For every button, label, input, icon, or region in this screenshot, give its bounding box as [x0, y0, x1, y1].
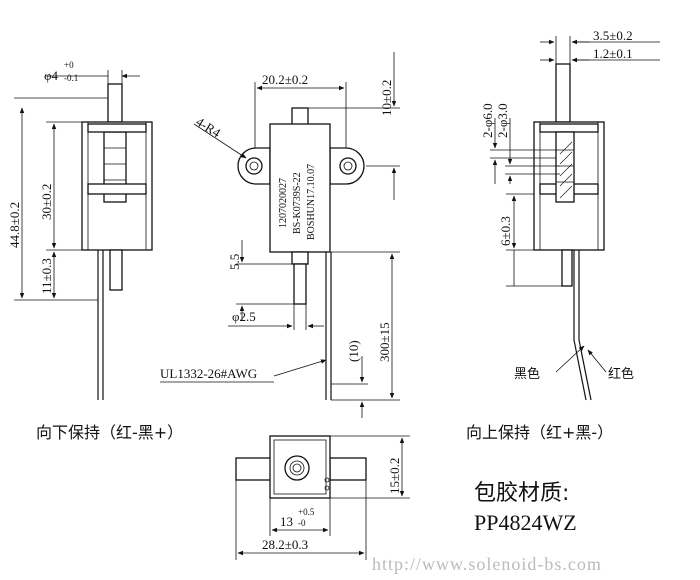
- right-section-view: 3.5±0.2 1.2±0.1 2-φ6.0 2-φ3.0 6±0.3 黑色 红…: [466, 28, 660, 442]
- front-solenoid-body: [269, 123, 331, 253]
- right-top-dim-b: 1.2±0.1: [593, 46, 633, 61]
- right-core-section: [555, 131, 575, 203]
- left-caption: 向下保持（红-黑+）: [36, 423, 183, 442]
- left-height-dim: 44.8±0.2: [7, 202, 22, 248]
- bottom-13-lower-tol: -0: [298, 518, 306, 528]
- left-mount-tab: [87, 183, 147, 195]
- right-top-dim-a: 3.5±0.2: [593, 28, 633, 43]
- body-text-line-1: 1207020027: [278, 178, 289, 228]
- wire-spec-label: UL1332-26#AWG: [160, 366, 257, 381]
- hole-radius-label: 4-R4: [193, 114, 223, 141]
- wire-black-label: 黑色: [514, 366, 540, 382]
- bottom-left-flange: [235, 457, 273, 481]
- right-d3-dim: 2-φ3.0: [495, 103, 510, 138]
- left-plunger-bottom: [109, 249, 123, 291]
- right-d6-dim: 2-φ6.0: [480, 103, 495, 138]
- left-dia4-upper-tol: +0: [64, 60, 74, 70]
- shaft-dia-dim: φ2.5: [232, 309, 256, 324]
- wire-red-label: 红色: [608, 366, 634, 382]
- body-text-line-3: BOSHUN17.10.07: [306, 164, 317, 240]
- right-mount-hole: [339, 157, 357, 175]
- bottom-height-dim: 15±0.2: [387, 458, 402, 494]
- left-mount-hole: [245, 157, 263, 175]
- left-side-view: φ4 +0 -0.1 44.8±0.2 30±0.2 11±0.3 向下保持（红…: [7, 60, 183, 442]
- body-text-line-2: BS-K0739S-22: [292, 172, 303, 234]
- left-lower-dim: 11±0.3: [39, 258, 54, 294]
- lead-length-dim: 300±15: [377, 322, 392, 362]
- bottom-wire-1: [324, 477, 330, 483]
- material-code: PP4824WZ: [474, 510, 577, 535]
- front-top-dim: 10±0.2: [379, 80, 394, 116]
- plunger-stroke-dim: 5.5: [227, 254, 242, 270]
- watermark-url[interactable]: http://www.solenoid-bs.com: [372, 554, 602, 574]
- bottom-13-dim: 13: [280, 514, 293, 529]
- left-plunger-top: [107, 83, 123, 123]
- right-plunger-bottom: [561, 249, 573, 287]
- strip-length-dim: (10): [346, 340, 361, 362]
- right-wire-black: [573, 250, 587, 401]
- right-wire-red: [578, 250, 592, 401]
- bottom-view: 15±0.2 13 +0.5 -0 28.2±0.3: [235, 435, 410, 560]
- bottom-wire-2: [324, 485, 330, 491]
- right-plunger-top: [555, 63, 571, 123]
- right-stroke-dim: 6±0.3: [498, 216, 513, 246]
- material-label: 包胶材质:: [474, 481, 569, 506]
- bottom-plunger-circle: [284, 455, 310, 481]
- bottom-width-dim: 28.2±0.3: [262, 537, 308, 552]
- material-note: 包胶材质: PP4824WZ: [474, 481, 577, 535]
- right-caption: 向上保持（红+黑-）: [466, 423, 613, 442]
- front-width-dim: 20.2±0.2: [262, 72, 308, 87]
- front-view: 1207020027 BS-K0739S-22 BOSHUN17.10.07 2…: [160, 52, 400, 418]
- left-body-dim: 30±0.2: [39, 184, 54, 220]
- left-dia4-label: φ4: [44, 68, 59, 83]
- bottom-13-upper-tol: +0.5: [298, 507, 315, 517]
- front-plunger-bottom: [293, 263, 307, 305]
- left-dia4-lower-tol: -0.1: [64, 73, 78, 83]
- bottom-right-flange: [329, 457, 367, 481]
